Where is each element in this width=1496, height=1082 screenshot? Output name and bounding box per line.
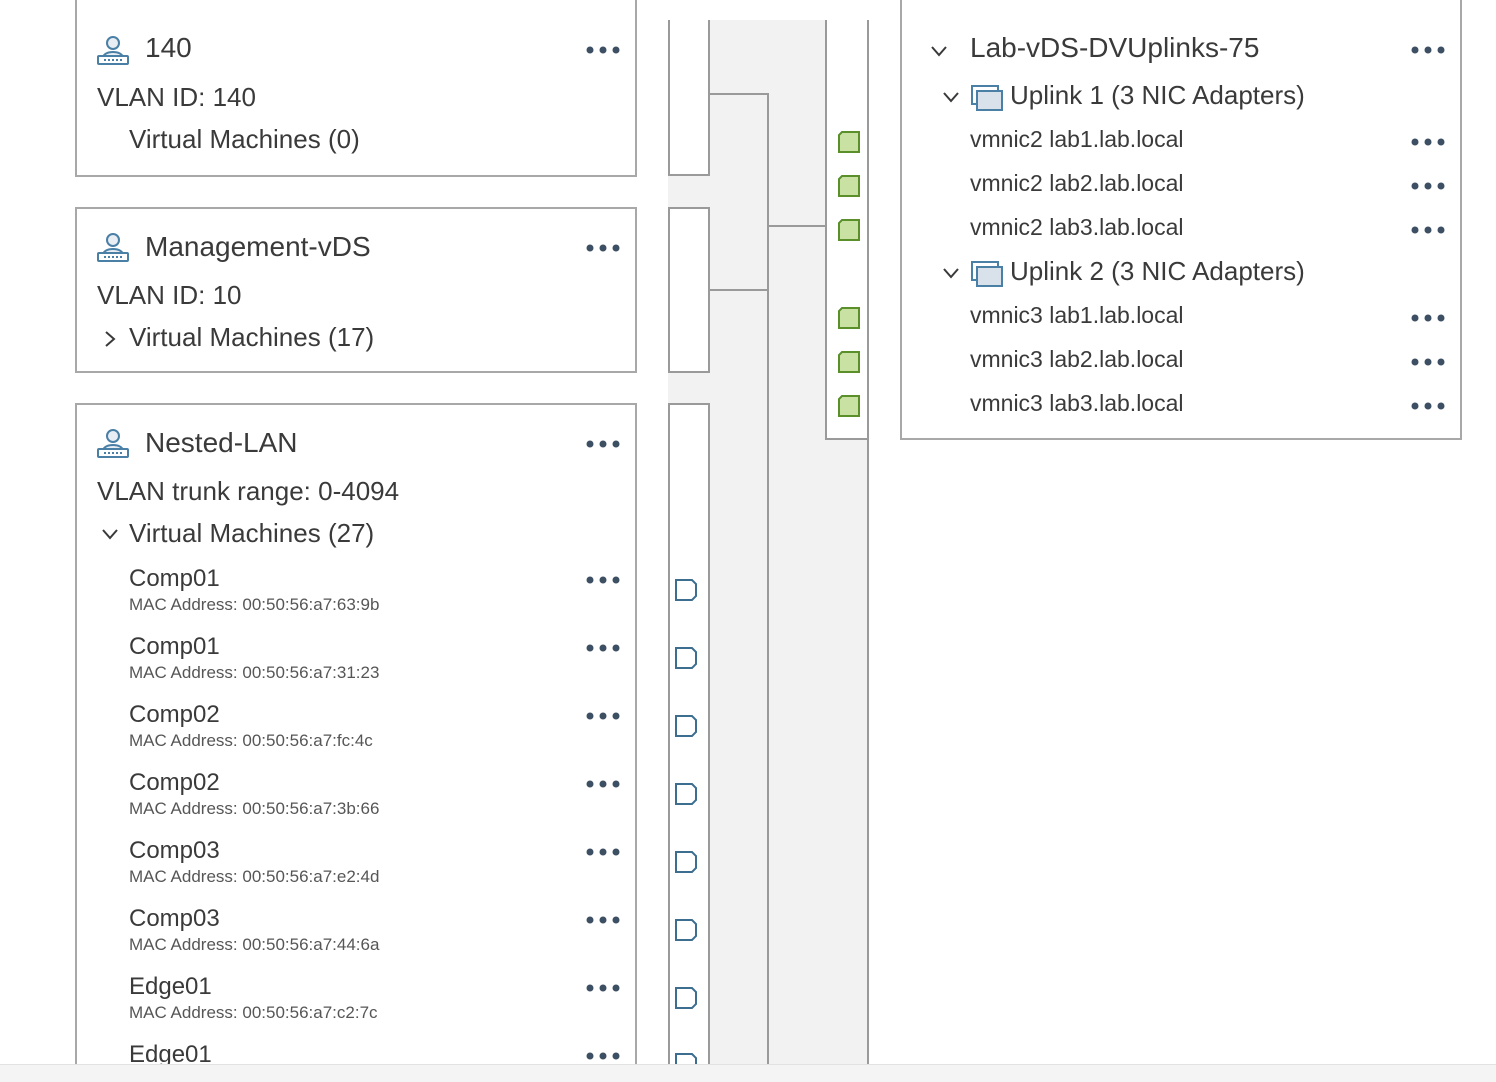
vm-mac-address: MAC Address: 00:50:56:a7:3b:66 xyxy=(129,799,380,818)
uplink-port-icon[interactable] xyxy=(837,218,861,242)
more-actions-icon[interactable] xyxy=(1410,400,1446,412)
vm-name[interactable]: Comp02 xyxy=(129,769,220,796)
uplink-port-icon[interactable] xyxy=(837,130,861,154)
virtual-machines-toggle[interactable]: Virtual Machines (17) xyxy=(129,322,375,352)
nic-list-item[interactable]: vmnic3 lab2.lab.local xyxy=(970,346,1184,372)
more-actions-icon[interactable] xyxy=(585,574,621,586)
vm-list-item[interactable]: Edge01 MAC Address: 00:50:56:a7:c2:7c xyxy=(129,973,621,1033)
more-actions-icon[interactable] xyxy=(585,438,621,450)
portgroup-title[interactable]: 140 xyxy=(145,32,192,63)
portgroup-card-nested-lan: Nested-LAN VLAN trunk range: 0-4094 Virt… xyxy=(75,403,637,1068)
vm-list-item[interactable]: Comp03 MAC Address: 00:50:56:a7:44:6a xyxy=(129,905,621,965)
more-actions-icon[interactable] xyxy=(1410,312,1446,324)
more-actions-icon[interactable] xyxy=(1410,356,1446,368)
portgroup-trunk-strip xyxy=(668,207,710,373)
vm-port-icon[interactable] xyxy=(674,850,698,874)
vm-name[interactable]: Edge01 xyxy=(129,973,212,1000)
chevron-down-icon[interactable] xyxy=(942,88,960,106)
horizontal-scrollbar[interactable] xyxy=(0,1064,1496,1082)
vm-mac-address: MAC Address: 00:50:56:a7:fc:4c xyxy=(129,731,373,750)
uplinks-card: Lab-vDS-DVUplinks-75 Uplink 1 (3 NIC Ada… xyxy=(900,0,1462,440)
vm-port-icon[interactable] xyxy=(674,986,698,1010)
connection-line xyxy=(767,225,827,227)
vm-list-item[interactable]: Comp01 MAC Address: 00:50:56:a7:31:23 xyxy=(129,633,621,693)
vm-mac-address: MAC Address: 00:50:56:a7:31:23 xyxy=(129,663,380,682)
uplink-port-icon[interactable] xyxy=(837,174,861,198)
uplink-group-label[interactable]: Uplink 2 (3 NIC Adapters) xyxy=(1010,256,1305,286)
portgroup-trunk-strip xyxy=(668,20,710,176)
connection-line xyxy=(867,440,869,1064)
chevron-right-icon[interactable] xyxy=(101,330,119,348)
vm-list-item[interactable]: Comp02 MAC Address: 00:50:56:a7:fc:4c xyxy=(129,701,621,761)
portgroup-card-140: 140 VLAN ID: 140 Virtual Machines (0) xyxy=(75,0,637,177)
uplink-port-icon[interactable] xyxy=(837,306,861,330)
vm-port-icon[interactable] xyxy=(674,918,698,942)
more-actions-icon[interactable] xyxy=(1410,224,1446,236)
virtual-machines-toggle[interactable]: Virtual Machines (27) xyxy=(129,518,375,548)
vm-name[interactable]: Comp01 xyxy=(129,565,220,592)
more-actions-icon[interactable] xyxy=(585,1050,621,1062)
vm-name[interactable]: Edge01 xyxy=(129,1041,212,1068)
vm-port-icon[interactable] xyxy=(674,578,698,602)
vm-list-item[interactable]: Comp03 MAC Address: 00:50:56:a7:e2:4d xyxy=(129,837,621,897)
more-actions-icon[interactable] xyxy=(585,914,621,926)
vm-name[interactable]: Comp03 xyxy=(129,905,220,932)
vm-mac-address: MAC Address: 00:50:56:a7:44:6a xyxy=(129,935,380,954)
more-actions-icon[interactable] xyxy=(585,846,621,858)
vm-port-icon[interactable] xyxy=(674,714,698,738)
nic-list-item[interactable]: vmnic3 lab3.lab.local xyxy=(970,390,1184,416)
more-actions-icon[interactable] xyxy=(585,982,621,994)
portgroup-icon xyxy=(97,233,129,262)
chevron-down-icon[interactable] xyxy=(101,525,119,543)
nic-list-item[interactable]: vmnic3 lab1.lab.local xyxy=(970,302,1184,328)
portgroup-icon xyxy=(97,36,129,65)
vm-list-item[interactable]: Comp02 MAC Address: 00:50:56:a7:3b:66 xyxy=(129,769,621,829)
uplink-group-icon xyxy=(971,261,1003,287)
uplink-port-icon[interactable] xyxy=(837,350,861,374)
virtual-machines-toggle: Virtual Machines (0) xyxy=(129,124,360,154)
uplink-group-label[interactable]: Uplink 1 (3 NIC Adapters) xyxy=(1010,80,1305,110)
nic-list-item[interactable]: vmnic2 lab3.lab.local xyxy=(970,214,1184,240)
vm-name[interactable]: Comp01 xyxy=(129,633,220,660)
vm-port-icon[interactable] xyxy=(674,782,698,806)
more-actions-icon[interactable] xyxy=(585,242,621,254)
vlan-trunk-range: VLAN trunk range: 0-4094 xyxy=(97,476,400,506)
uplink-group-icon xyxy=(971,85,1003,111)
chevron-down-icon[interactable] xyxy=(930,42,948,60)
vlan-id: VLAN ID: 140 xyxy=(97,82,256,112)
vm-list-item[interactable]: Edge01 xyxy=(129,1041,621,1082)
portgroup-title[interactable]: Nested-LAN xyxy=(145,427,298,458)
more-actions-icon[interactable] xyxy=(1410,180,1446,192)
more-actions-icon[interactable] xyxy=(585,44,621,56)
portgroup-card-management-vds: Management-vDS VLAN ID: 10 Virtual Machi… xyxy=(75,207,637,373)
vm-name[interactable]: Comp03 xyxy=(129,837,220,864)
vm-list-item[interactable]: Comp01 MAC Address: 00:50:56:a7:63:9b xyxy=(129,565,621,625)
portgroup-title[interactable]: Management-vDS xyxy=(145,231,371,262)
more-actions-icon[interactable] xyxy=(585,710,621,722)
vm-port-icon[interactable] xyxy=(674,646,698,670)
more-actions-icon[interactable] xyxy=(585,778,621,790)
chevron-down-icon[interactable] xyxy=(942,264,960,282)
connection-line xyxy=(710,289,768,291)
more-actions-icon[interactable] xyxy=(1410,44,1446,56)
more-actions-icon[interactable] xyxy=(1410,136,1446,148)
nic-list-item[interactable]: vmnic2 lab2.lab.local xyxy=(970,170,1184,196)
uplink-port-icon[interactable] xyxy=(837,394,861,418)
connection-line xyxy=(767,93,769,1064)
uplinks-title[interactable]: Lab-vDS-DVUplinks-75 xyxy=(970,32,1260,63)
connection-line xyxy=(710,93,768,95)
nic-list-item[interactable]: vmnic2 lab1.lab.local xyxy=(970,126,1184,152)
vm-name[interactable]: Comp02 xyxy=(129,701,220,728)
vm-mac-address: MAC Address: 00:50:56:a7:63:9b xyxy=(129,595,380,614)
more-actions-icon[interactable] xyxy=(585,642,621,654)
vlan-id: VLAN ID: 10 xyxy=(97,280,242,310)
vm-mac-address: MAC Address: 00:50:56:a7:e2:4d xyxy=(129,867,380,886)
portgroup-icon xyxy=(97,429,129,458)
vm-mac-address: MAC Address: 00:50:56:a7:c2:7c xyxy=(129,1003,378,1022)
